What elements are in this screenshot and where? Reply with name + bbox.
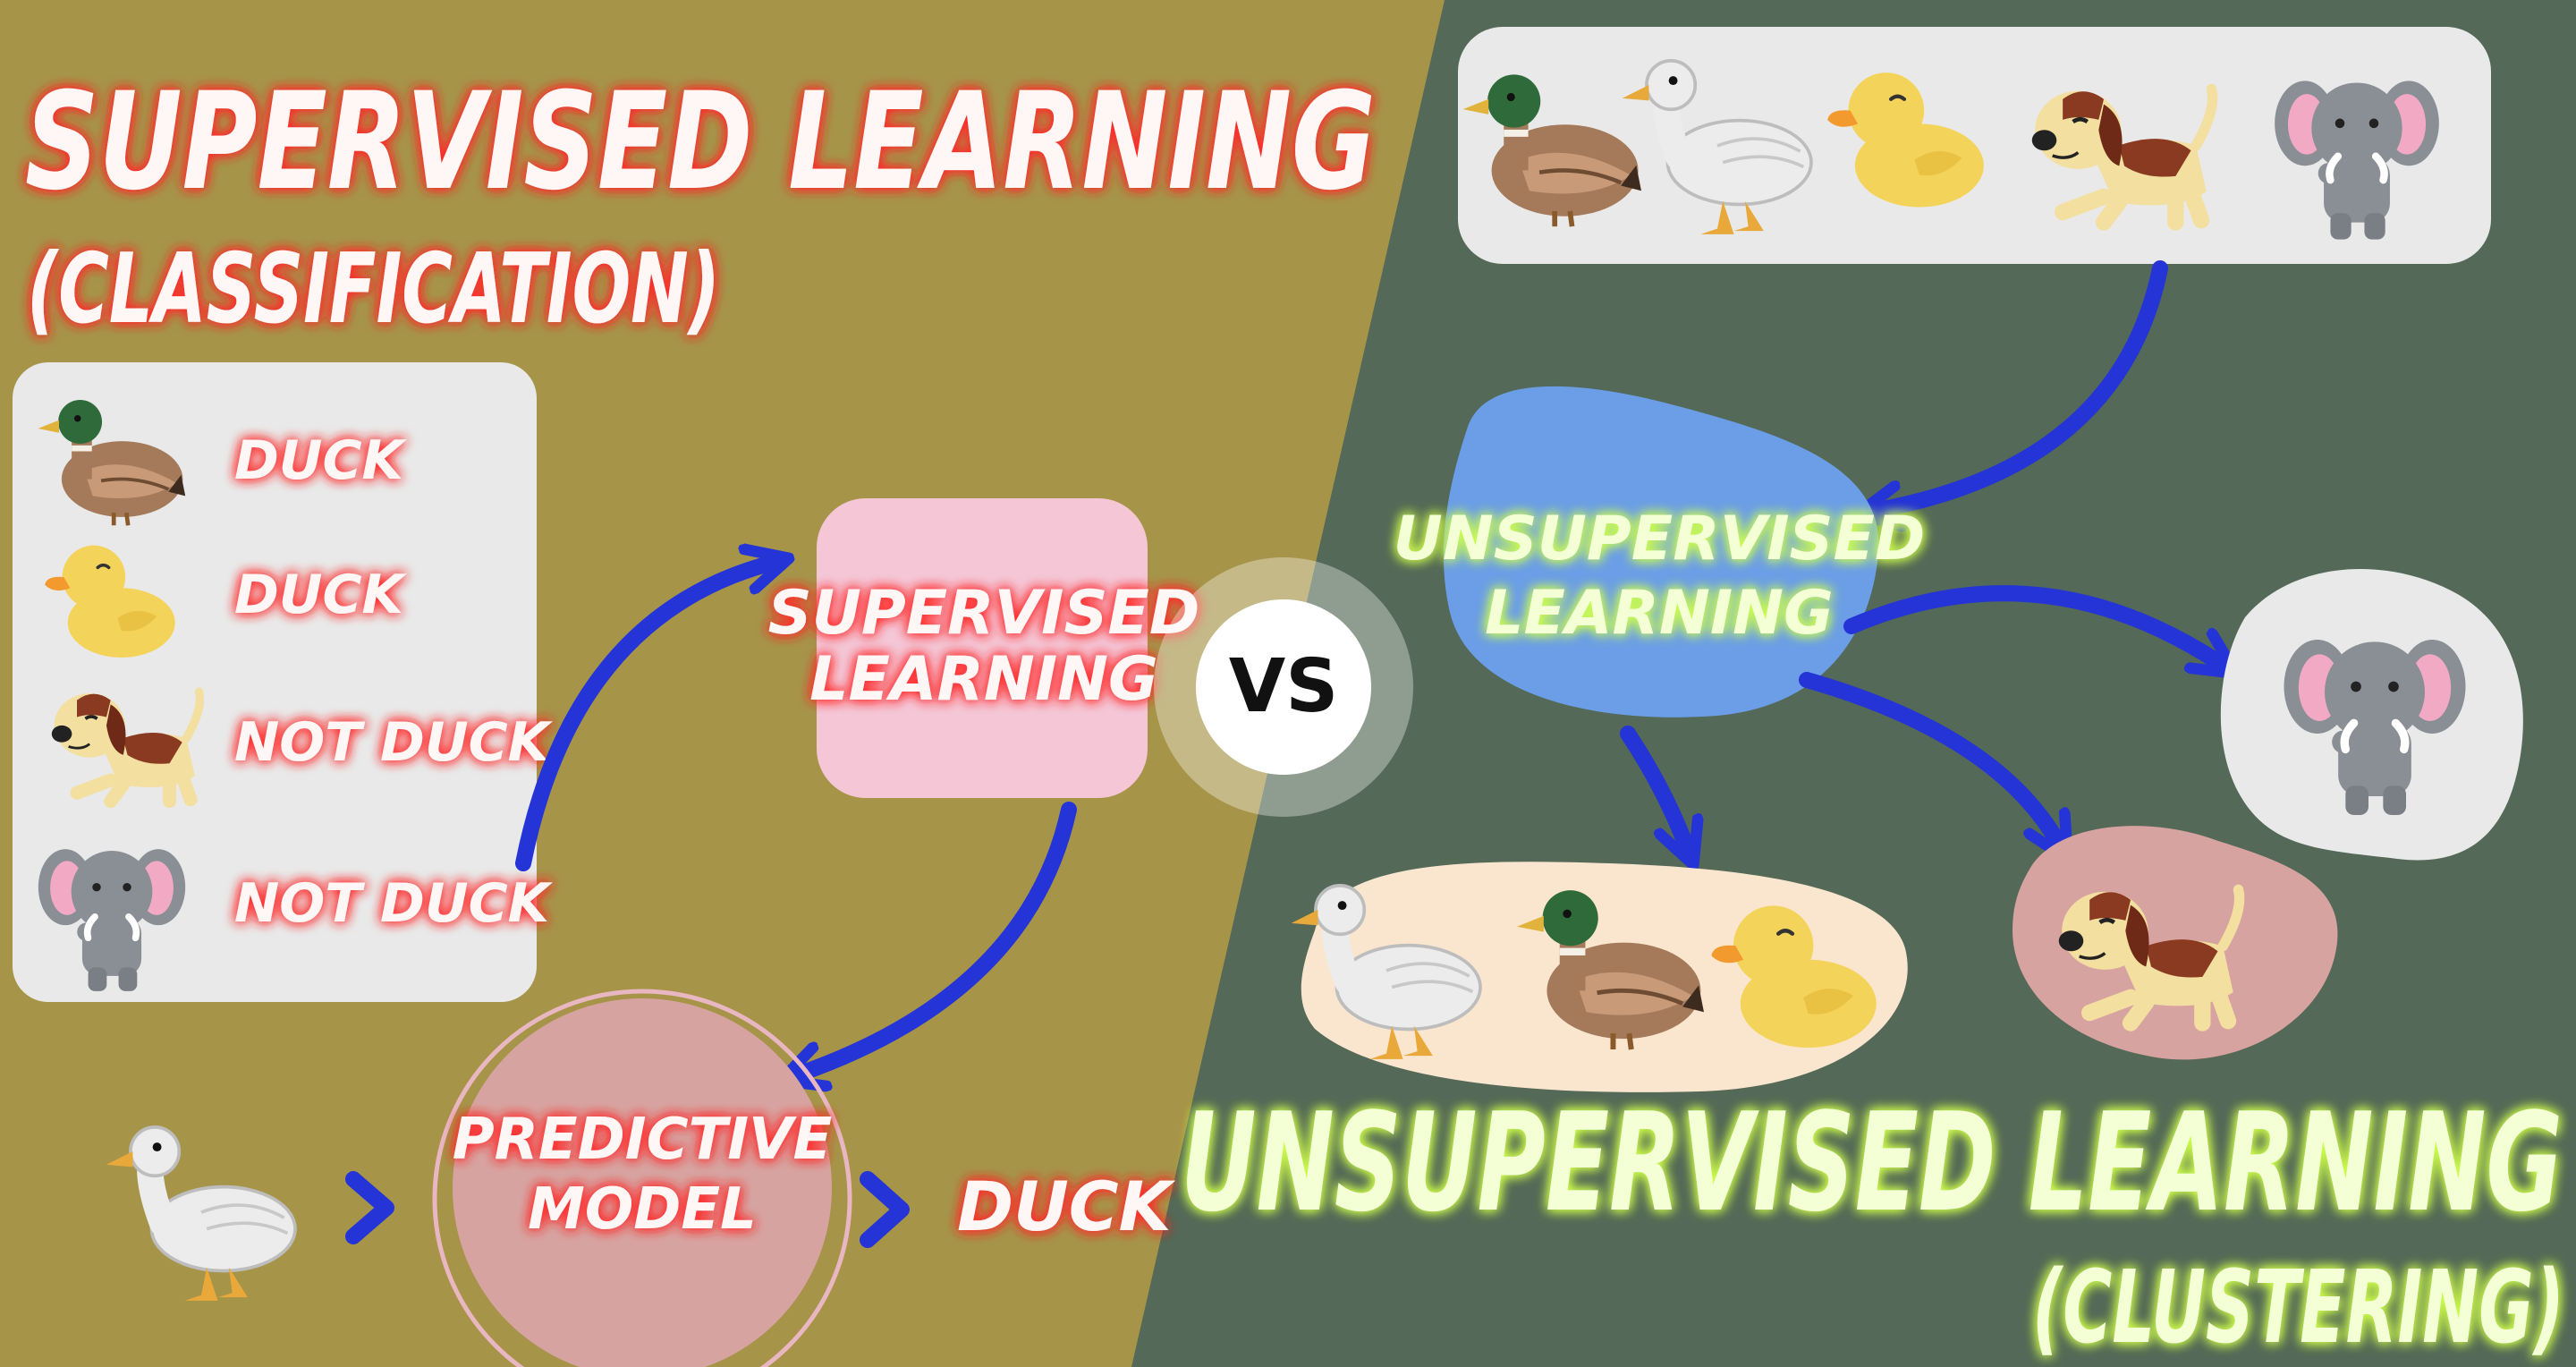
arrow-data-to-supervised: [515, 564, 769, 871]
arrow-data-to-unsupervised: [1878, 260, 2168, 510]
predictive-model-node: [453, 998, 832, 1367]
versus-label: VS: [1229, 644, 1339, 729]
supervised-node-label-line2: LEARNING: [809, 644, 1158, 715]
model-label-line1: PREDICTIVE: [453, 1107, 833, 1173]
training-data-panel: [13, 362, 537, 1002]
training-label: NOT DUCK: [234, 711, 554, 774]
unsupervised-subtitle: (CLUSTERING): [2032, 1250, 2564, 1366]
arrow-to-duck-cluster: [1620, 726, 1686, 845]
unsupervised-section: UNSUPERVISED LEARNING UNSUPERVISED LEARN…: [1181, 27, 2564, 1366]
supervised-node-label-line1: SUPERVISED: [768, 578, 1200, 649]
training-label: NOT DUCK: [234, 872, 554, 935]
training-label: DUCK: [234, 564, 408, 626]
chevron-right-icon: [345, 1171, 394, 1244]
arrow-to-elephant-cluster: [1843, 585, 2218, 662]
model-label-line2: MODEL: [528, 1176, 757, 1243]
supervised-section: SUPERVISED LEARNING (CLASSIFICATION) DUC…: [13, 64, 1376, 1367]
versus-badge: VS: [1154, 557, 1413, 817]
supervised-learning-node: [817, 498, 1148, 798]
chevron-right-icon: [860, 1171, 910, 1248]
prediction-output-label: DUCK: [957, 1167, 1176, 1246]
unsupervised-learning-node: [1443, 386, 1879, 717]
supervised-title: SUPERVISED LEARNING: [25, 64, 1376, 220]
unsupervised-title: UNSUPERVISED LEARNING: [1181, 1083, 2563, 1242]
unsupervised-node-label-line2: LEARNING: [1485, 578, 1834, 649]
predictive-model-ring: [432, 989, 852, 1367]
versus-circle: [1196, 599, 1371, 775]
unsupervised-node-label-line1: UNSUPERVISED: [1394, 504, 1926, 574]
supervised-subtitle: (CLASSIFICATION): [27, 233, 720, 345]
arrow-to-dog-cluster: [1799, 672, 2057, 841]
arrow-supervised-to-model: [801, 802, 1077, 1074]
training-label: DUCK: [234, 429, 408, 492]
